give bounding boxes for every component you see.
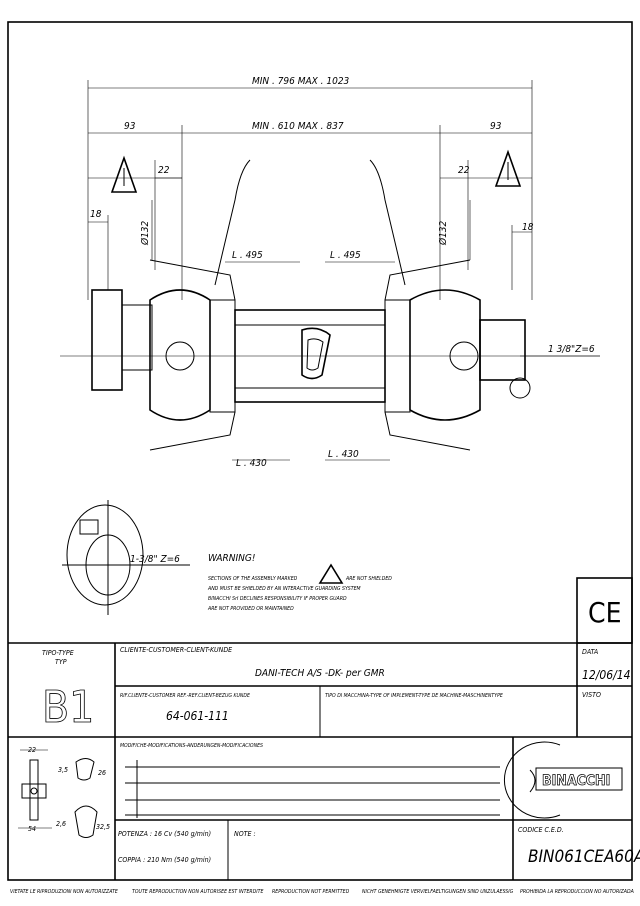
note-label: NOTE : [234, 830, 256, 838]
left-diameter-dimension: Ø132 [139, 220, 151, 246]
warning-line: ARE NOT PROVIDED OR MAINTAINED [207, 606, 294, 612]
small-profile-dim-b: 26 [98, 769, 106, 777]
warning-line: SECTIONS OF THE ASSEMBLY MARKED [208, 576, 298, 582]
upper-tube-left-length: L . 495 [232, 250, 263, 261]
footer-notice-it: VIETATE LE RIPRODUZIONI NON AUTORIZZATE [10, 889, 118, 895]
type-label: TIPO-TYPE [42, 649, 74, 657]
lower-tube-left-length: L . 430 [236, 458, 267, 469]
footer-notice-en: REPRODUCTION NOT PERMITTED [272, 889, 350, 895]
date-label: DATA [582, 648, 598, 656]
warning-triangle-icon [494, 149, 522, 187]
torque-rating: COPPIA : 210 Nm (540 g/min) [118, 856, 211, 864]
left-guard-dimension: 22 [158, 165, 170, 176]
upper-tube-right-length: L . 495 [330, 250, 361, 261]
warning-notice: WARNING! SECTIONS OF THE ASSEMBLY MARKED… [207, 553, 392, 612]
footer-notice-de: NICHT GENEHMIGTE VERVIELFAELTIGUNGEN SIN… [362, 889, 514, 895]
modifications-label: MODIFICHE-MODIFICATIONS-ANDERUNGEN-MODIF… [120, 743, 263, 749]
left-end-dimension: 93 [124, 121, 136, 132]
ce-mark: CE [588, 596, 622, 629]
small-profile-dim-a: 3,5 [58, 766, 68, 774]
type-value: B1 [42, 682, 94, 733]
power-rating: POTENZA : 16 Cv (540 g/min) [118, 830, 211, 838]
drawing-frame [7, 21, 633, 881]
warning-line: AND MUST BE SHIELDED BY AN INTERACTIVE G… [207, 586, 361, 592]
cross-bottom-dim: 54 [28, 825, 36, 833]
footer-notice-fr: TOUTE REPRODUCTION NON AUTORISEE EST INT… [132, 889, 263, 895]
right-diameter-dimension: Ø132 [437, 220, 449, 246]
warning-triangle-icon [318, 563, 344, 584]
customer-ref-value: 64-061-111 [166, 709, 229, 723]
visto-label: VISTO [582, 691, 601, 699]
detail-spline-label: 1-3/8" Z=6 [130, 554, 180, 565]
machine-type-label: TIPO DI MACCHINA-TYPE OF IMPLEMENT-TYPE … [325, 693, 503, 699]
type-label-2: TYP [55, 658, 67, 666]
customer-ref-label: RIF.CLIENTE-CUSTOMER REF.-REF.CLIENT-BEZ… [120, 693, 250, 699]
left-offset-dimension: 18 [90, 209, 102, 220]
lower-tube-right-length: L . 430 [328, 449, 359, 460]
cross-journal-diagram [18, 749, 98, 838]
warning-triangle-icon [110, 155, 138, 193]
code-value: BIN061CEA60A60 [528, 847, 640, 867]
title-block [8, 642, 632, 880]
right-guard-dimension: 22 [458, 165, 470, 176]
customer-label: CLIENTE-CUSTOMER-CLIENT-KUNDE [120, 646, 232, 654]
right-offset-dimension: 18 [522, 222, 534, 233]
large-profile-dim-a: 2,6 [56, 820, 66, 828]
warning-title: WARNING! [208, 553, 256, 564]
tube-length-dimension: MIN . 610 MAX . 837 [252, 121, 344, 132]
cross-top-dim: 22 [28, 746, 36, 754]
date-value: 12/06/14 [582, 668, 631, 682]
warning-line: BINACCHI SrI DECLINES RESPONSIBILITY IF … [208, 596, 347, 602]
customer-value: DANI-TECH A/S -DK- per GMR [255, 668, 385, 679]
spline-dimension: 1 3/8"Z=6 [548, 344, 595, 355]
logo-text: BINACCHI [542, 773, 610, 789]
binacchi-logo: BINACCHI [503, 741, 623, 819]
dimension-lines [87, 80, 600, 461]
warning-line: ARE NOT SHIELDED [345, 576, 392, 582]
driveshaft-assembly [91, 159, 531, 451]
code-label: CODICE C.E.D. [518, 826, 564, 834]
overall-length-dimension: MIN . 796 MAX . 1023 [252, 76, 350, 87]
large-profile-dim-b: 32,5 [96, 823, 110, 831]
footer-notice-es: PROHIBIDA LA REPRODUCCION NO AUTORIZADA [520, 889, 634, 895]
spline-detail-view [62, 500, 190, 615]
right-end-dimension: 93 [490, 121, 502, 132]
